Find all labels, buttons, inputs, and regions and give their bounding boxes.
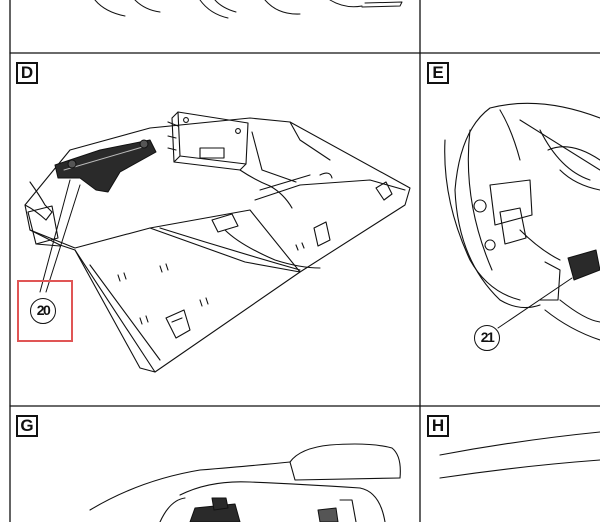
highlight-box: [17, 280, 73, 342]
panel-label-g: G: [16, 415, 38, 437]
top-row-fragment: [94, 0, 403, 19]
panel-g-dark-part: [189, 497, 339, 522]
panel-h-illustration: [439, 431, 600, 479]
panel-g-illustration: [89, 443, 401, 522]
part-21-component: [567, 249, 600, 281]
panel-d-illustration: [24, 111, 411, 373]
panel-e-illustration: [444, 102, 600, 341]
callout-part-20: 20: [30, 298, 56, 324]
leader-20: [39, 179, 81, 293]
panel-label-d: D: [16, 62, 38, 84]
panel-label-e: E: [427, 62, 449, 84]
panel-label-h: H: [427, 415, 449, 437]
panel-grid: [9, 0, 600, 522]
callout-part-21: 21: [474, 325, 500, 351]
leader-21: [497, 277, 573, 329]
part-20-bracket: [54, 139, 157, 193]
